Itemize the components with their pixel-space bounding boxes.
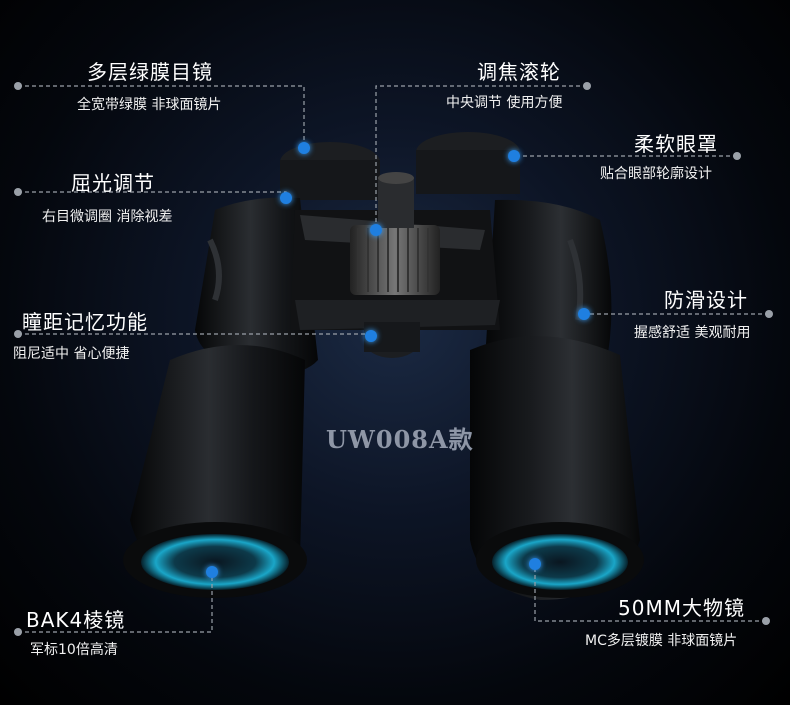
hotspot-ipd xyxy=(365,330,377,342)
feature-title-focus-wheel: 调焦滚轮 xyxy=(477,60,561,84)
callout-dot xyxy=(583,82,591,90)
hotspot-eyecup xyxy=(508,150,520,162)
feature-title-anti-slip: 防滑设计 xyxy=(664,288,748,312)
callout-dot xyxy=(733,152,741,160)
feature-desc-ipd-memory: 阻尼适中 省心便捷 xyxy=(13,346,130,362)
callout-dot xyxy=(14,188,22,196)
hotspot-diopter xyxy=(280,192,292,204)
callout-dot xyxy=(14,82,22,90)
callout-dot xyxy=(14,330,22,338)
model-label: UW008A款 xyxy=(326,425,474,454)
feature-desc-eyepiece-coating: 全宽带绿膜 非球面镜片 xyxy=(77,97,222,113)
feature-title-diopter: 屈光调节 xyxy=(71,171,155,195)
hotspot-objective xyxy=(529,558,541,570)
hotspot-prism xyxy=(206,566,218,578)
hotspot-anti-slip xyxy=(578,308,590,320)
feature-desc-eyecup: 贴合眼部轮廓设计 xyxy=(600,166,712,182)
callout-dot xyxy=(765,310,773,318)
feature-title-prism: BAK4棱镜 xyxy=(26,608,126,632)
feature-title-objective: 50MM大物镜 xyxy=(618,596,745,620)
feature-desc-prism: 军标10倍高清 xyxy=(30,642,118,658)
feature-desc-diopter: 右目微调圈 消除视差 xyxy=(42,209,173,225)
feature-desc-focus-wheel: 中央调节 使用方便 xyxy=(446,95,563,111)
feature-title-ipd-memory: 瞳距记忆功能 xyxy=(22,310,148,334)
callout-dot xyxy=(14,628,22,636)
hotspot-focus-wheel xyxy=(370,224,382,236)
feature-title-eyecup: 柔软眼罩 xyxy=(634,132,718,156)
feature-desc-objective: MC多层镀膜 非球面镜片 xyxy=(585,633,738,649)
feature-desc-anti-slip: 握感舒适 美观耐用 xyxy=(634,325,751,341)
hotspot-eyepiece xyxy=(298,142,310,154)
feature-title-eyepiece-coating: 多层绿膜目镜 xyxy=(87,60,213,84)
callout-dot xyxy=(762,617,770,625)
